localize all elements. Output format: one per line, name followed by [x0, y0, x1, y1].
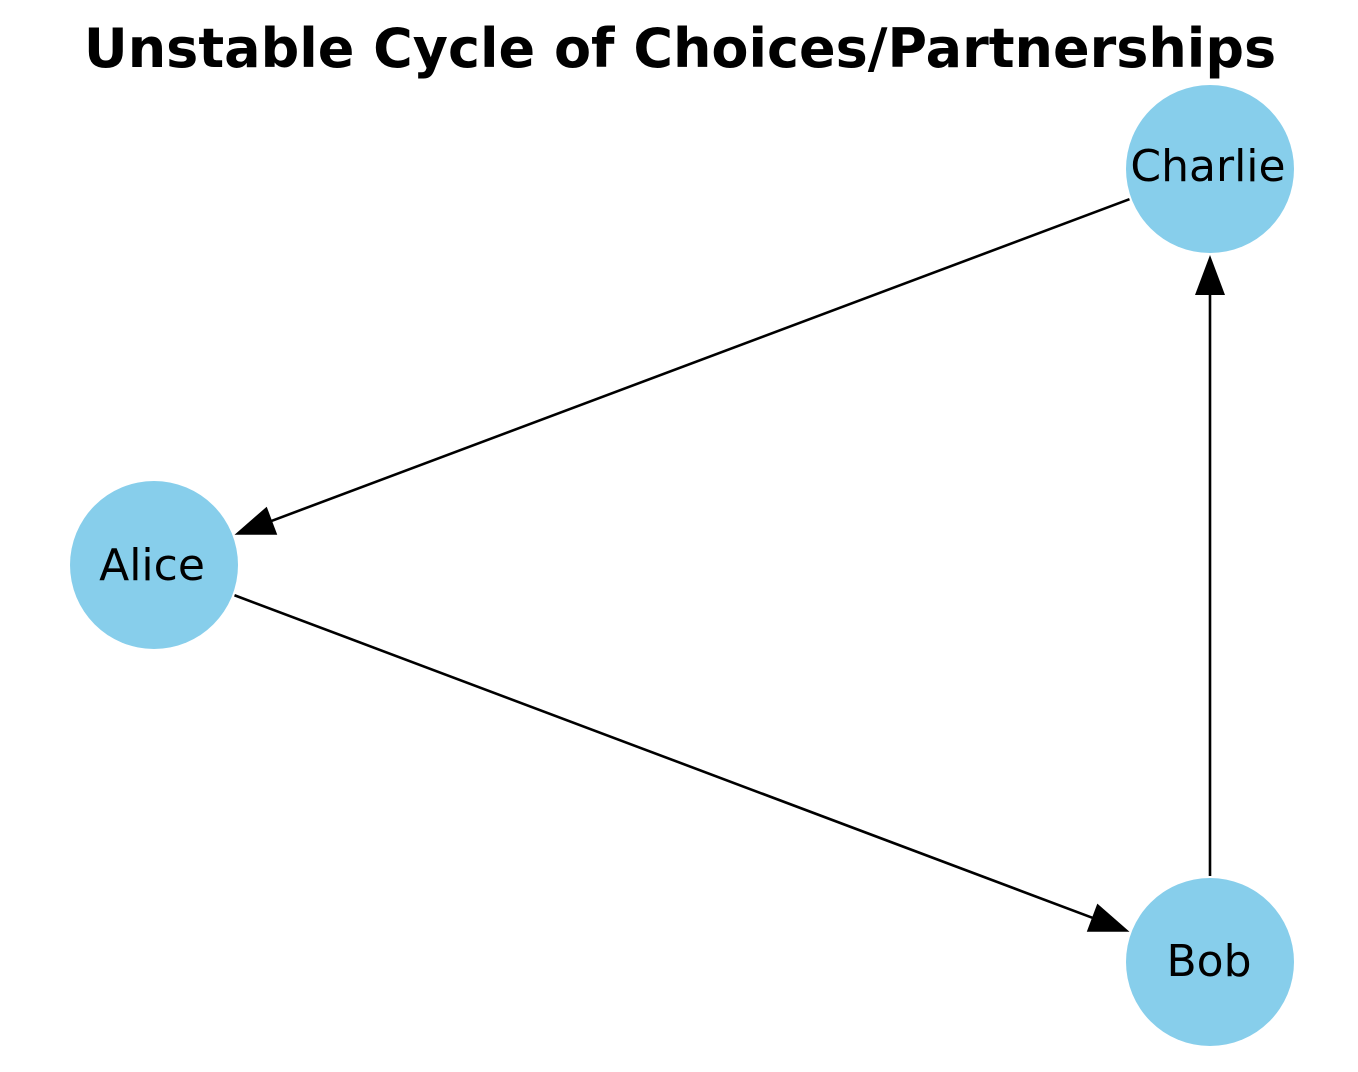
node-bob-circle: [1126, 878, 1294, 1046]
node-charlie-label: Charlie: [1130, 141, 1285, 192]
node-charlie-circle: [1126, 85, 1294, 253]
edge-line: [267, 197, 1130, 524]
node-alice-label: Alice: [99, 540, 205, 591]
arrowhead-icon: [1195, 255, 1225, 295]
node-charlie: Charlie: [1126, 85, 1294, 253]
node-bob: Bob: [1126, 878, 1294, 1046]
arrowhead-icon: [234, 506, 278, 535]
edge-charlie-to-alice: [234, 197, 1130, 535]
arrowhead-icon: [1086, 903, 1130, 932]
edges-layer: [234, 197, 1225, 932]
edge-line: [234, 594, 1097, 921]
edge-bob-to-charlie: [1195, 255, 1225, 876]
node-bob-label: Bob: [1166, 936, 1251, 987]
node-alice-circle: [70, 481, 238, 649]
diagram-title: Unstable Cycle of Choices/Partnerships: [84, 17, 1276, 80]
node-alice: Alice: [70, 481, 238, 649]
nodes-layer: Alice Bob Charlie: [70, 85, 1294, 1046]
edge-alice-to-bob: [234, 594, 1130, 932]
